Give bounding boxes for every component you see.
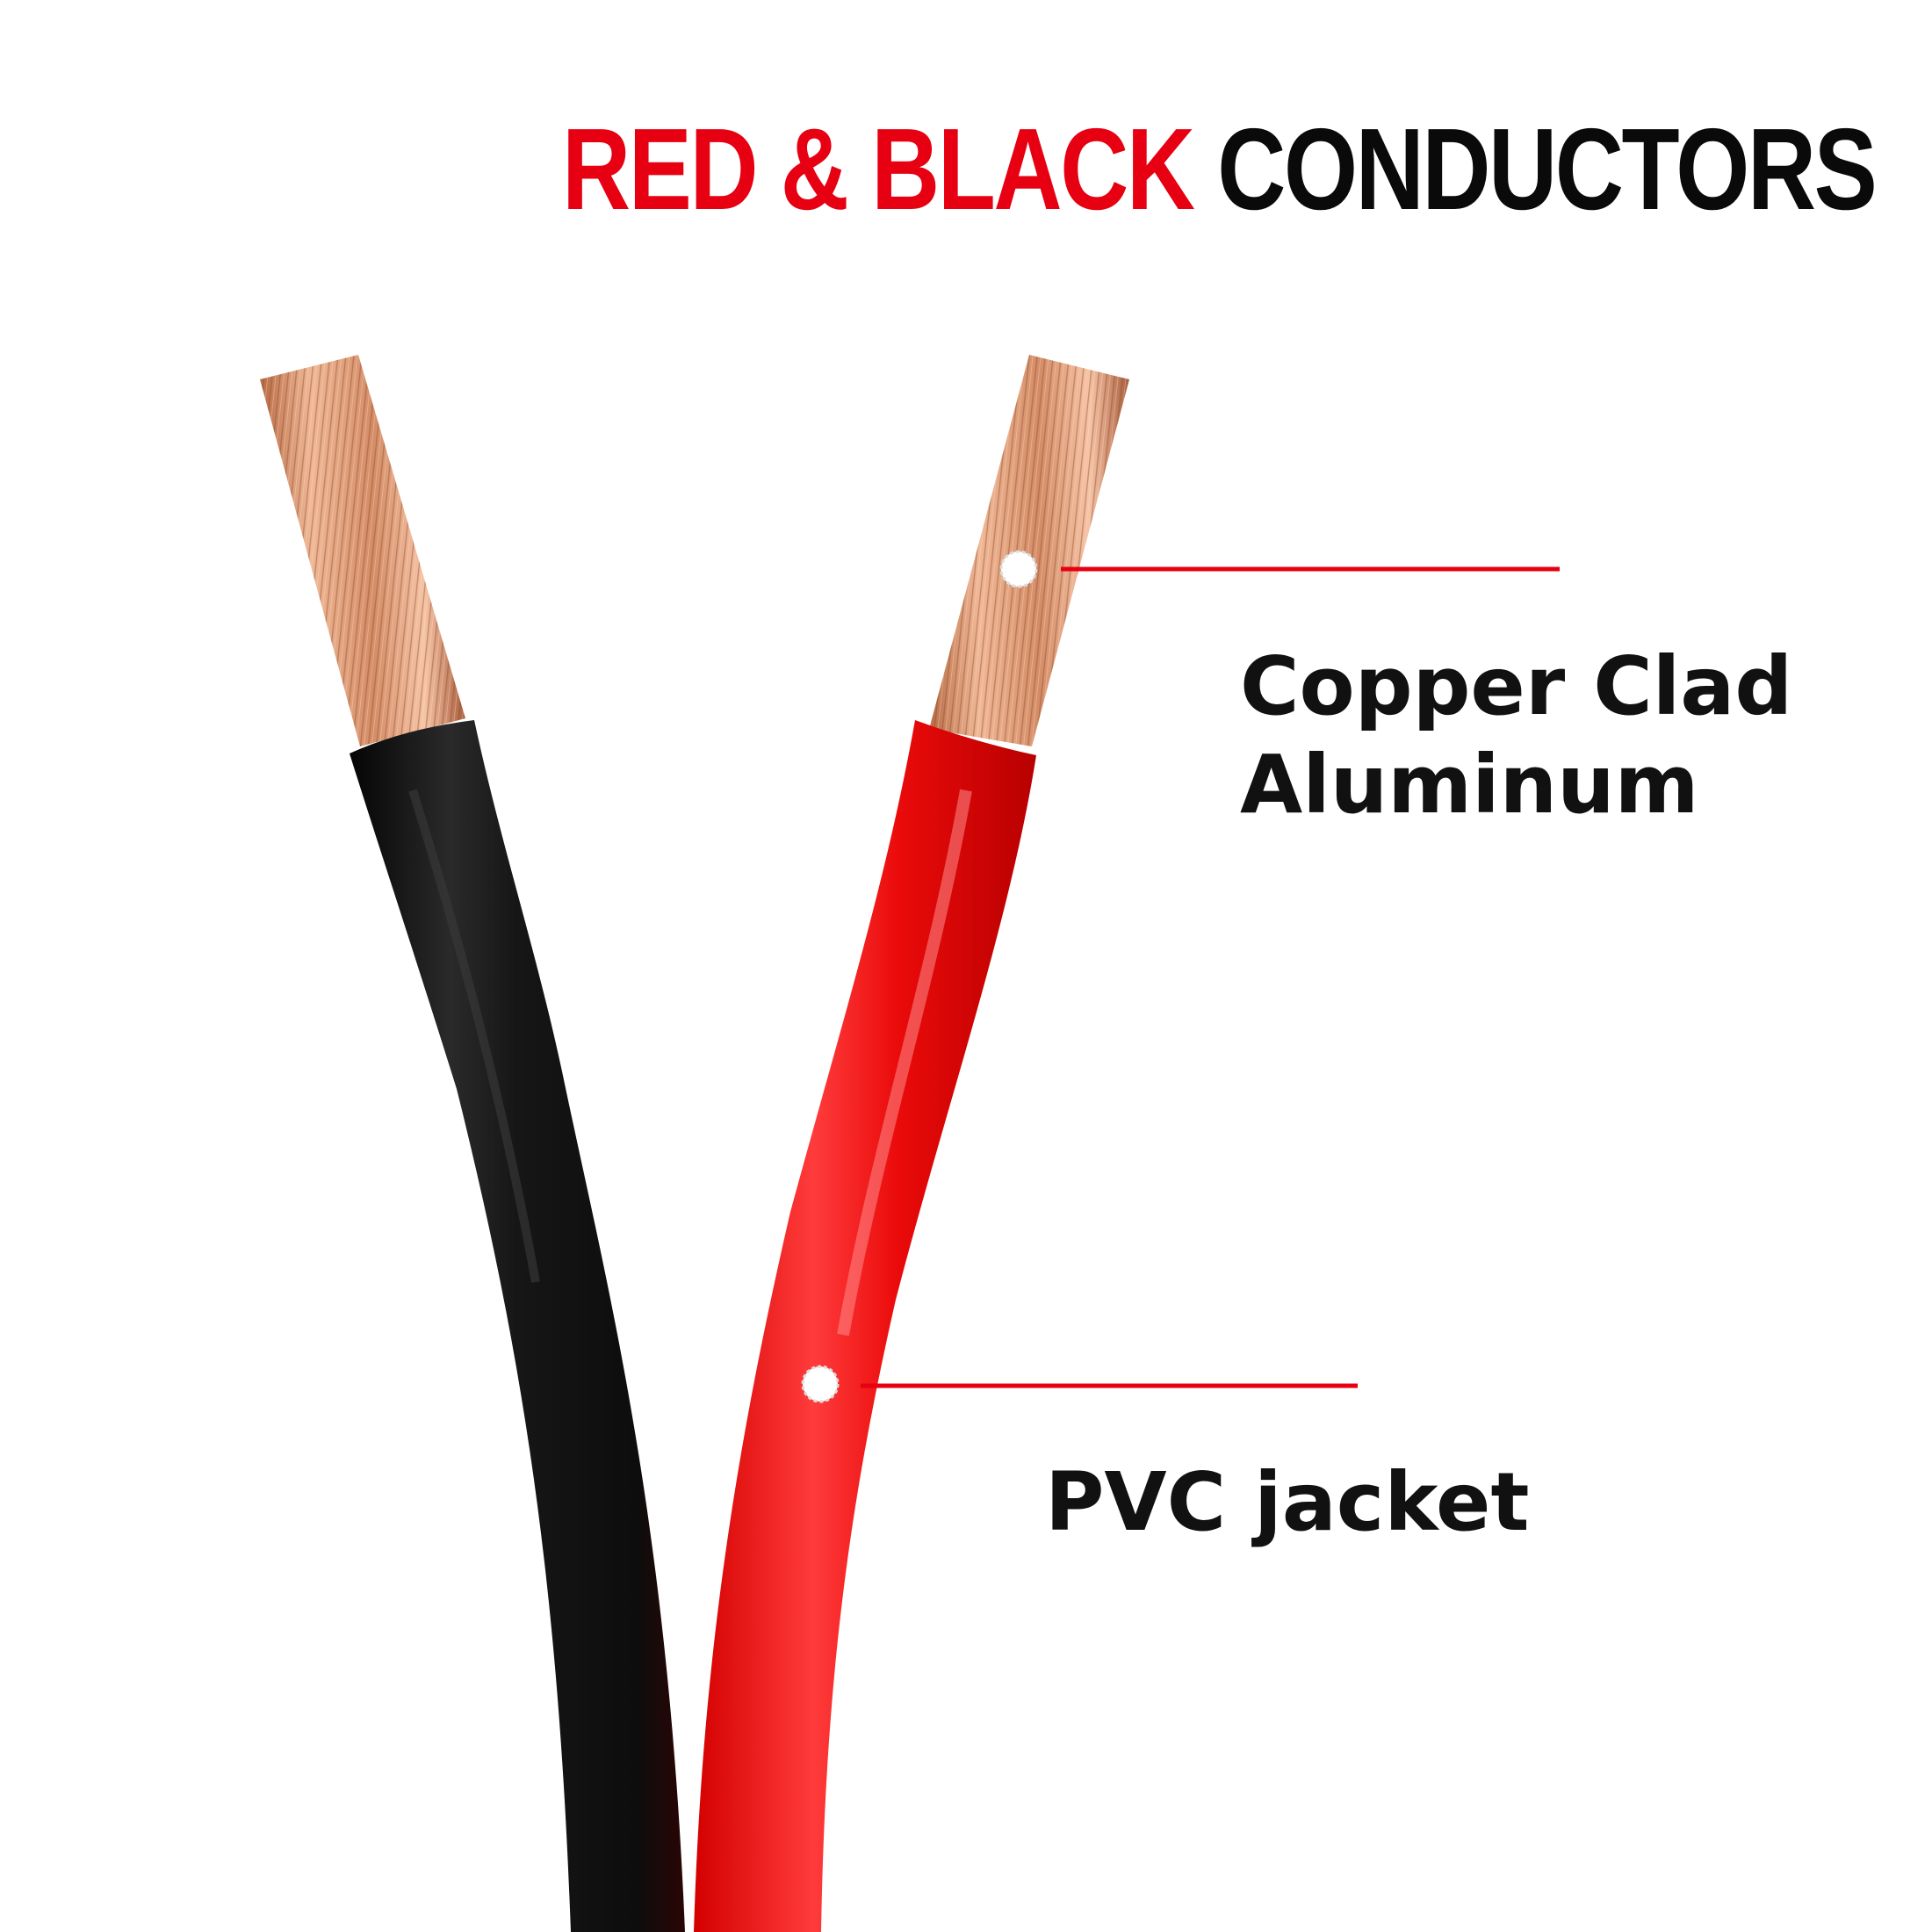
conductor-label-line2: Aluminum	[1240, 738, 1699, 832]
red-wire-copper-core	[929, 355, 1129, 746]
conductor-callout	[999, 550, 1560, 588]
conductor-callout-dot	[999, 550, 1038, 588]
black-wire-copper-core	[260, 355, 465, 746]
red-wire-jacket	[694, 720, 1036, 1932]
conductor-label-line1: Copper Clad	[1240, 639, 1793, 733]
title-red-text: RED & BLACK	[562, 105, 1195, 234]
jacket-callout-dot	[801, 1365, 840, 1403]
jacket-callout	[801, 1365, 1358, 1403]
black-wire-jacket	[350, 720, 685, 1932]
title-black-text: CONDUCTORS	[1217, 105, 1878, 234]
jacket-label: PVC jacket	[1045, 1455, 1530, 1549]
conductor-label: Copper Clad Aluminum	[1240, 638, 1792, 834]
page-title: RED & BLACK CONDUCTORS	[562, 104, 1878, 235]
